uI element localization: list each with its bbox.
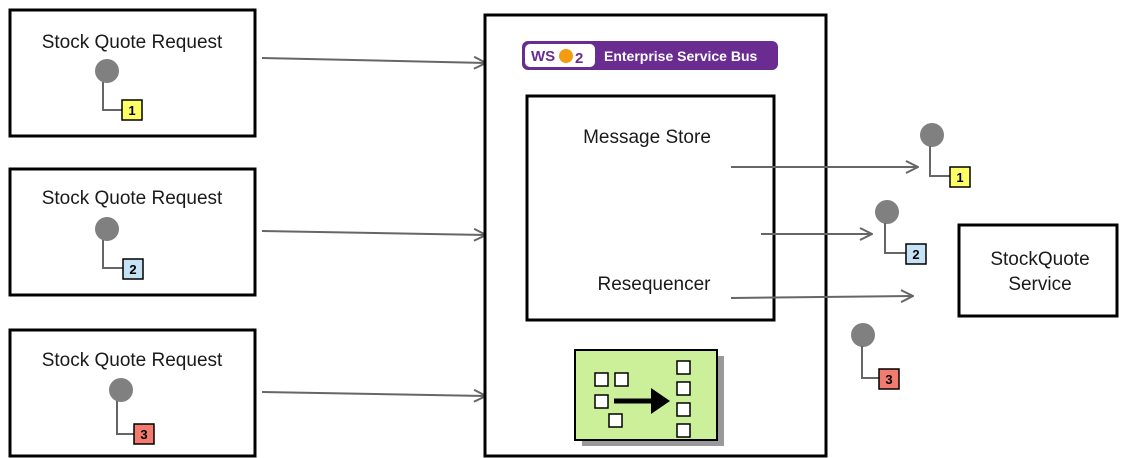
esb-box: WS 2 Enterprise Service Bus Message Stor…	[483, 13, 828, 458]
outgoing-message-3: 3	[851, 323, 900, 390]
resequencer-label: Resequencer	[597, 274, 711, 295]
message-store-label: Message Store	[583, 127, 711, 148]
message-number-2: 2	[129, 262, 136, 277]
request-label-3: Stock Quote Request	[42, 350, 223, 371]
message-icon-3: 3	[109, 378, 155, 445]
outgoing-message-1: 1	[920, 123, 971, 188]
arrow-out-3	[730, 296, 913, 298]
message-number-3: 3	[140, 427, 147, 442]
request-label-2: Stock Quote Request	[42, 188, 223, 209]
arrow-request-2	[261, 231, 486, 235]
request-box-1: Stock Quote Request 1	[8, 8, 257, 138]
esb-logo-o-icon	[559, 49, 573, 63]
arrow-request-3	[261, 392, 486, 396]
outgoing-number-3: 3	[885, 372, 892, 387]
request-box-2: Stock Quote Request 2	[8, 167, 257, 297]
service-label-line2: Service	[1008, 274, 1071, 295]
arrow-request-1	[261, 58, 486, 63]
outgoing-number-1: 1	[956, 170, 963, 185]
outgoing-message-2: 2	[875, 200, 927, 265]
service-label-line1: StockQuote	[990, 249, 1089, 270]
request-label-1: Stock Quote Request	[42, 32, 223, 53]
message-icon-1: 1	[95, 59, 143, 121]
message-number-1: 1	[128, 103, 135, 118]
request-box-3: Stock Quote Request 3	[8, 328, 257, 458]
esb-logo: WS 2 Enterprise Service Bus	[522, 41, 778, 70]
resequencer-pattern-icon	[574, 349, 724, 446]
message-icon-2: 2	[95, 217, 144, 280]
esb-logo-sub: 2	[575, 50, 583, 67]
esb-inner-box	[525, 94, 776, 322]
esb-logo-ws: WS	[531, 48, 555, 65]
outgoing-number-2: 2	[912, 247, 919, 262]
esb-title: Enterprise Service Bus	[604, 48, 758, 64]
stockquote-service-box: StockQuote Service	[957, 223, 1119, 318]
